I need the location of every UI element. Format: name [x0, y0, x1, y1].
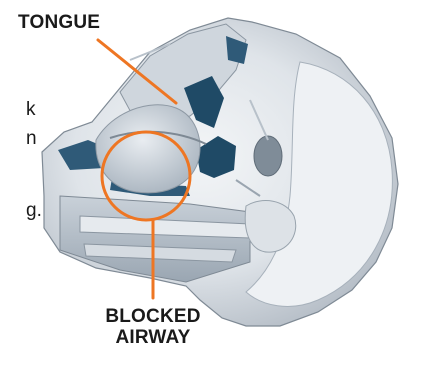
blocked-airway-label-line2: AIRWAY	[78, 327, 228, 348]
brainstem-region	[254, 136, 282, 176]
cerebellum-region	[245, 201, 296, 253]
tongue-label: TONGUE	[18, 12, 100, 33]
blocked-airway-label-line1: BLOCKED	[78, 306, 228, 327]
blocked-airway-label: BLOCKED AIRWAY	[78, 306, 228, 348]
neck-region	[60, 196, 250, 282]
